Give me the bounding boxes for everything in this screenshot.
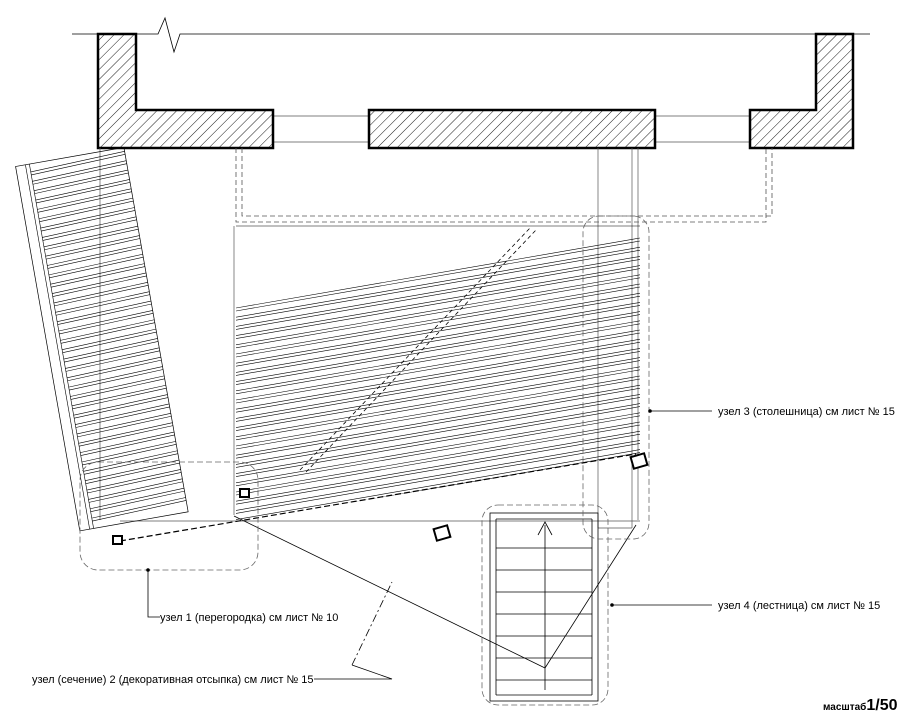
construction-lines [99, 148, 640, 529]
callout-frames [79, 215, 650, 706]
leader-lines [147, 410, 712, 618]
dashed-outlines [235, 148, 773, 223]
stair-arrow-icon [537, 521, 553, 536]
callout-node2-label: узел (сечение) 2 (декоративная отсыпка) … [32, 674, 314, 686]
wall-right [748, 32, 855, 150]
stair [489, 512, 599, 702]
slat-panel-left [15, 147, 189, 532]
wall-middle [367, 108, 657, 150]
callout-node3-label: узел 3 (столешница) см лист № 15 [718, 406, 895, 418]
slat-deck-main [235, 237, 640, 541]
callout-frame-node1 [79, 461, 259, 571]
callout-node1-label: узел 1 (перегородка) см лист № 10 [160, 612, 338, 624]
fasteners [112, 452, 649, 545]
scale-prefix: масштаб [823, 701, 866, 713]
scale-value: 1/50 [866, 697, 897, 714]
connector-lines [233, 515, 637, 669]
wall-break-line [72, 16, 870, 54]
callout-frame-node4 [481, 504, 609, 706]
deck-edges [119, 225, 640, 542]
leader-dots [146, 409, 652, 607]
walls [72, 16, 870, 150]
wall-left [96, 32, 275, 150]
scale-label: масштаб1/50 [823, 697, 898, 714]
section-line-node2 [314, 581, 393, 680]
callout-node4-label: узел 4 (лестница) см лист № 15 [718, 600, 880, 612]
callout-frame-node3 [582, 215, 650, 540]
